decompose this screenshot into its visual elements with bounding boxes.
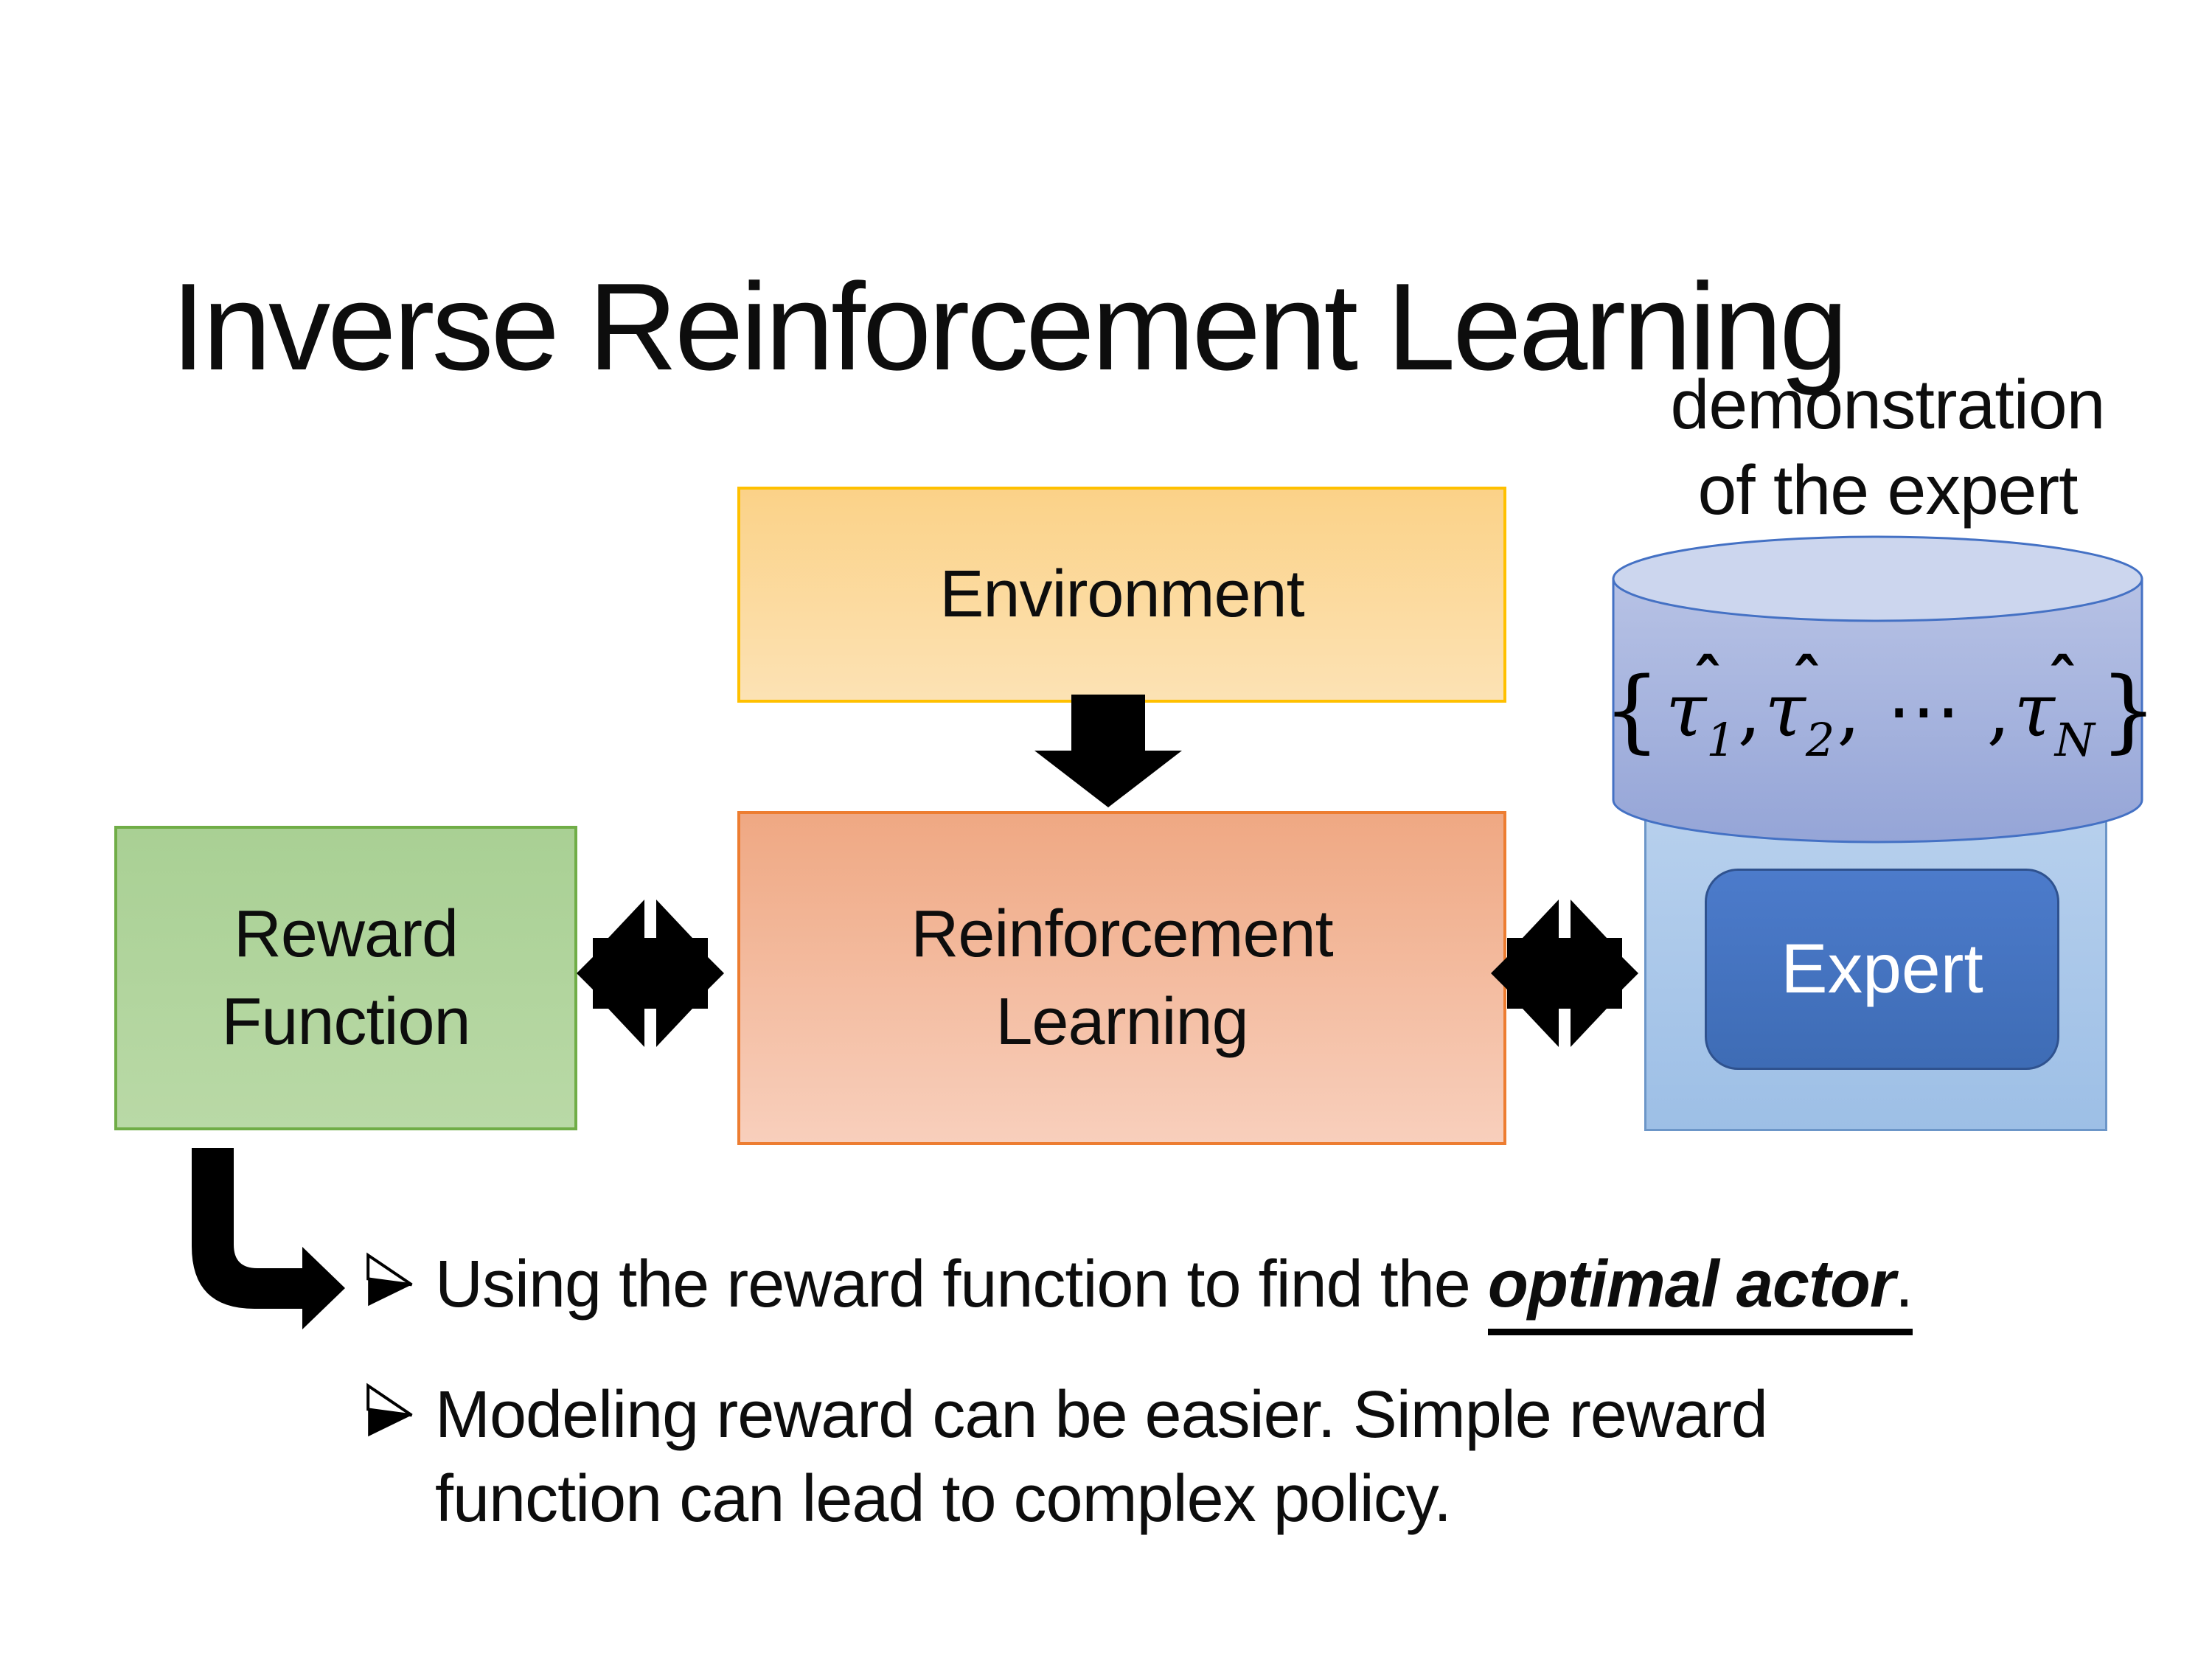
formula-brace: { — [1603, 658, 1660, 762]
reinforcement-learning-box: Reinforcement Learning — [737, 811, 1506, 1145]
database-cylinder-icon — [1612, 535, 2143, 844]
formula-text: , ⋯ , — [1837, 667, 2012, 754]
bullet-2-text: Modeling reward can be easier. Simple re… — [435, 1374, 1969, 1541]
bullet-item-1: Using the reward function to find the op… — [360, 1243, 2166, 1335]
cylinder-top-ellipse — [1612, 535, 2143, 622]
environment-label: Environment — [939, 557, 1304, 632]
formula-brace: } — [2100, 658, 2157, 762]
left-double-arrow-icon — [577, 900, 724, 1047]
reward-label-line-2: Function — [221, 984, 470, 1059]
caption-line-2: of the expert — [1697, 451, 2078, 529]
formula-text: , — [1737, 667, 1763, 754]
bullet-1-emphasis: optimal actor — [1487, 1248, 1896, 1321]
reward-function-box: Reward Function — [114, 826, 577, 1130]
bullet-1-emphasis-underline: optimal actor. — [1487, 1248, 1913, 1335]
cylinder-body — [1612, 577, 2143, 844]
bullet-item-2: Modeling reward can be easier. Simple re… — [360, 1374, 2166, 1541]
expert-label: Expert — [1781, 930, 1983, 1008]
right-double-arrow-icon — [1491, 900, 1638, 1047]
rl-label-line-1: Reinforcement — [911, 897, 1333, 971]
caption-line-1: demonstration — [1670, 366, 2105, 444]
bent-arrow-icon — [192, 1148, 345, 1329]
rl-label-line-2: Learning — [995, 984, 1248, 1059]
bullet-1-text: Using the reward function to find the op… — [435, 1243, 1913, 1335]
arrowhead-bullet-icon — [366, 1383, 413, 1437]
bullet-1-pre: Using the reward function to find the — [435, 1248, 1488, 1321]
down-arrow-icon — [1034, 695, 1182, 807]
reward-function-label: Reward Function — [221, 891, 470, 1066]
demonstration-caption: demonstration of the expert — [1607, 363, 2168, 534]
reinforcement-learning-label: Reinforcement Learning — [911, 891, 1333, 1066]
arrowhead-bullet-icon — [366, 1252, 413, 1307]
reward-label-line-1: Reward — [233, 897, 459, 971]
bullet-list: Using the reward function to find the op… — [360, 1243, 2166, 1588]
bullet-1-period: . — [1894, 1248, 1913, 1321]
environment-box: Environment — [737, 487, 1506, 703]
slide-title: Inverse Reinforcement Learning — [171, 257, 1848, 396]
bullet-2-pre: Modeling reward can be easier. Simple re… — [435, 1378, 1768, 1536]
expert-box: Expert — [1705, 869, 2059, 1070]
